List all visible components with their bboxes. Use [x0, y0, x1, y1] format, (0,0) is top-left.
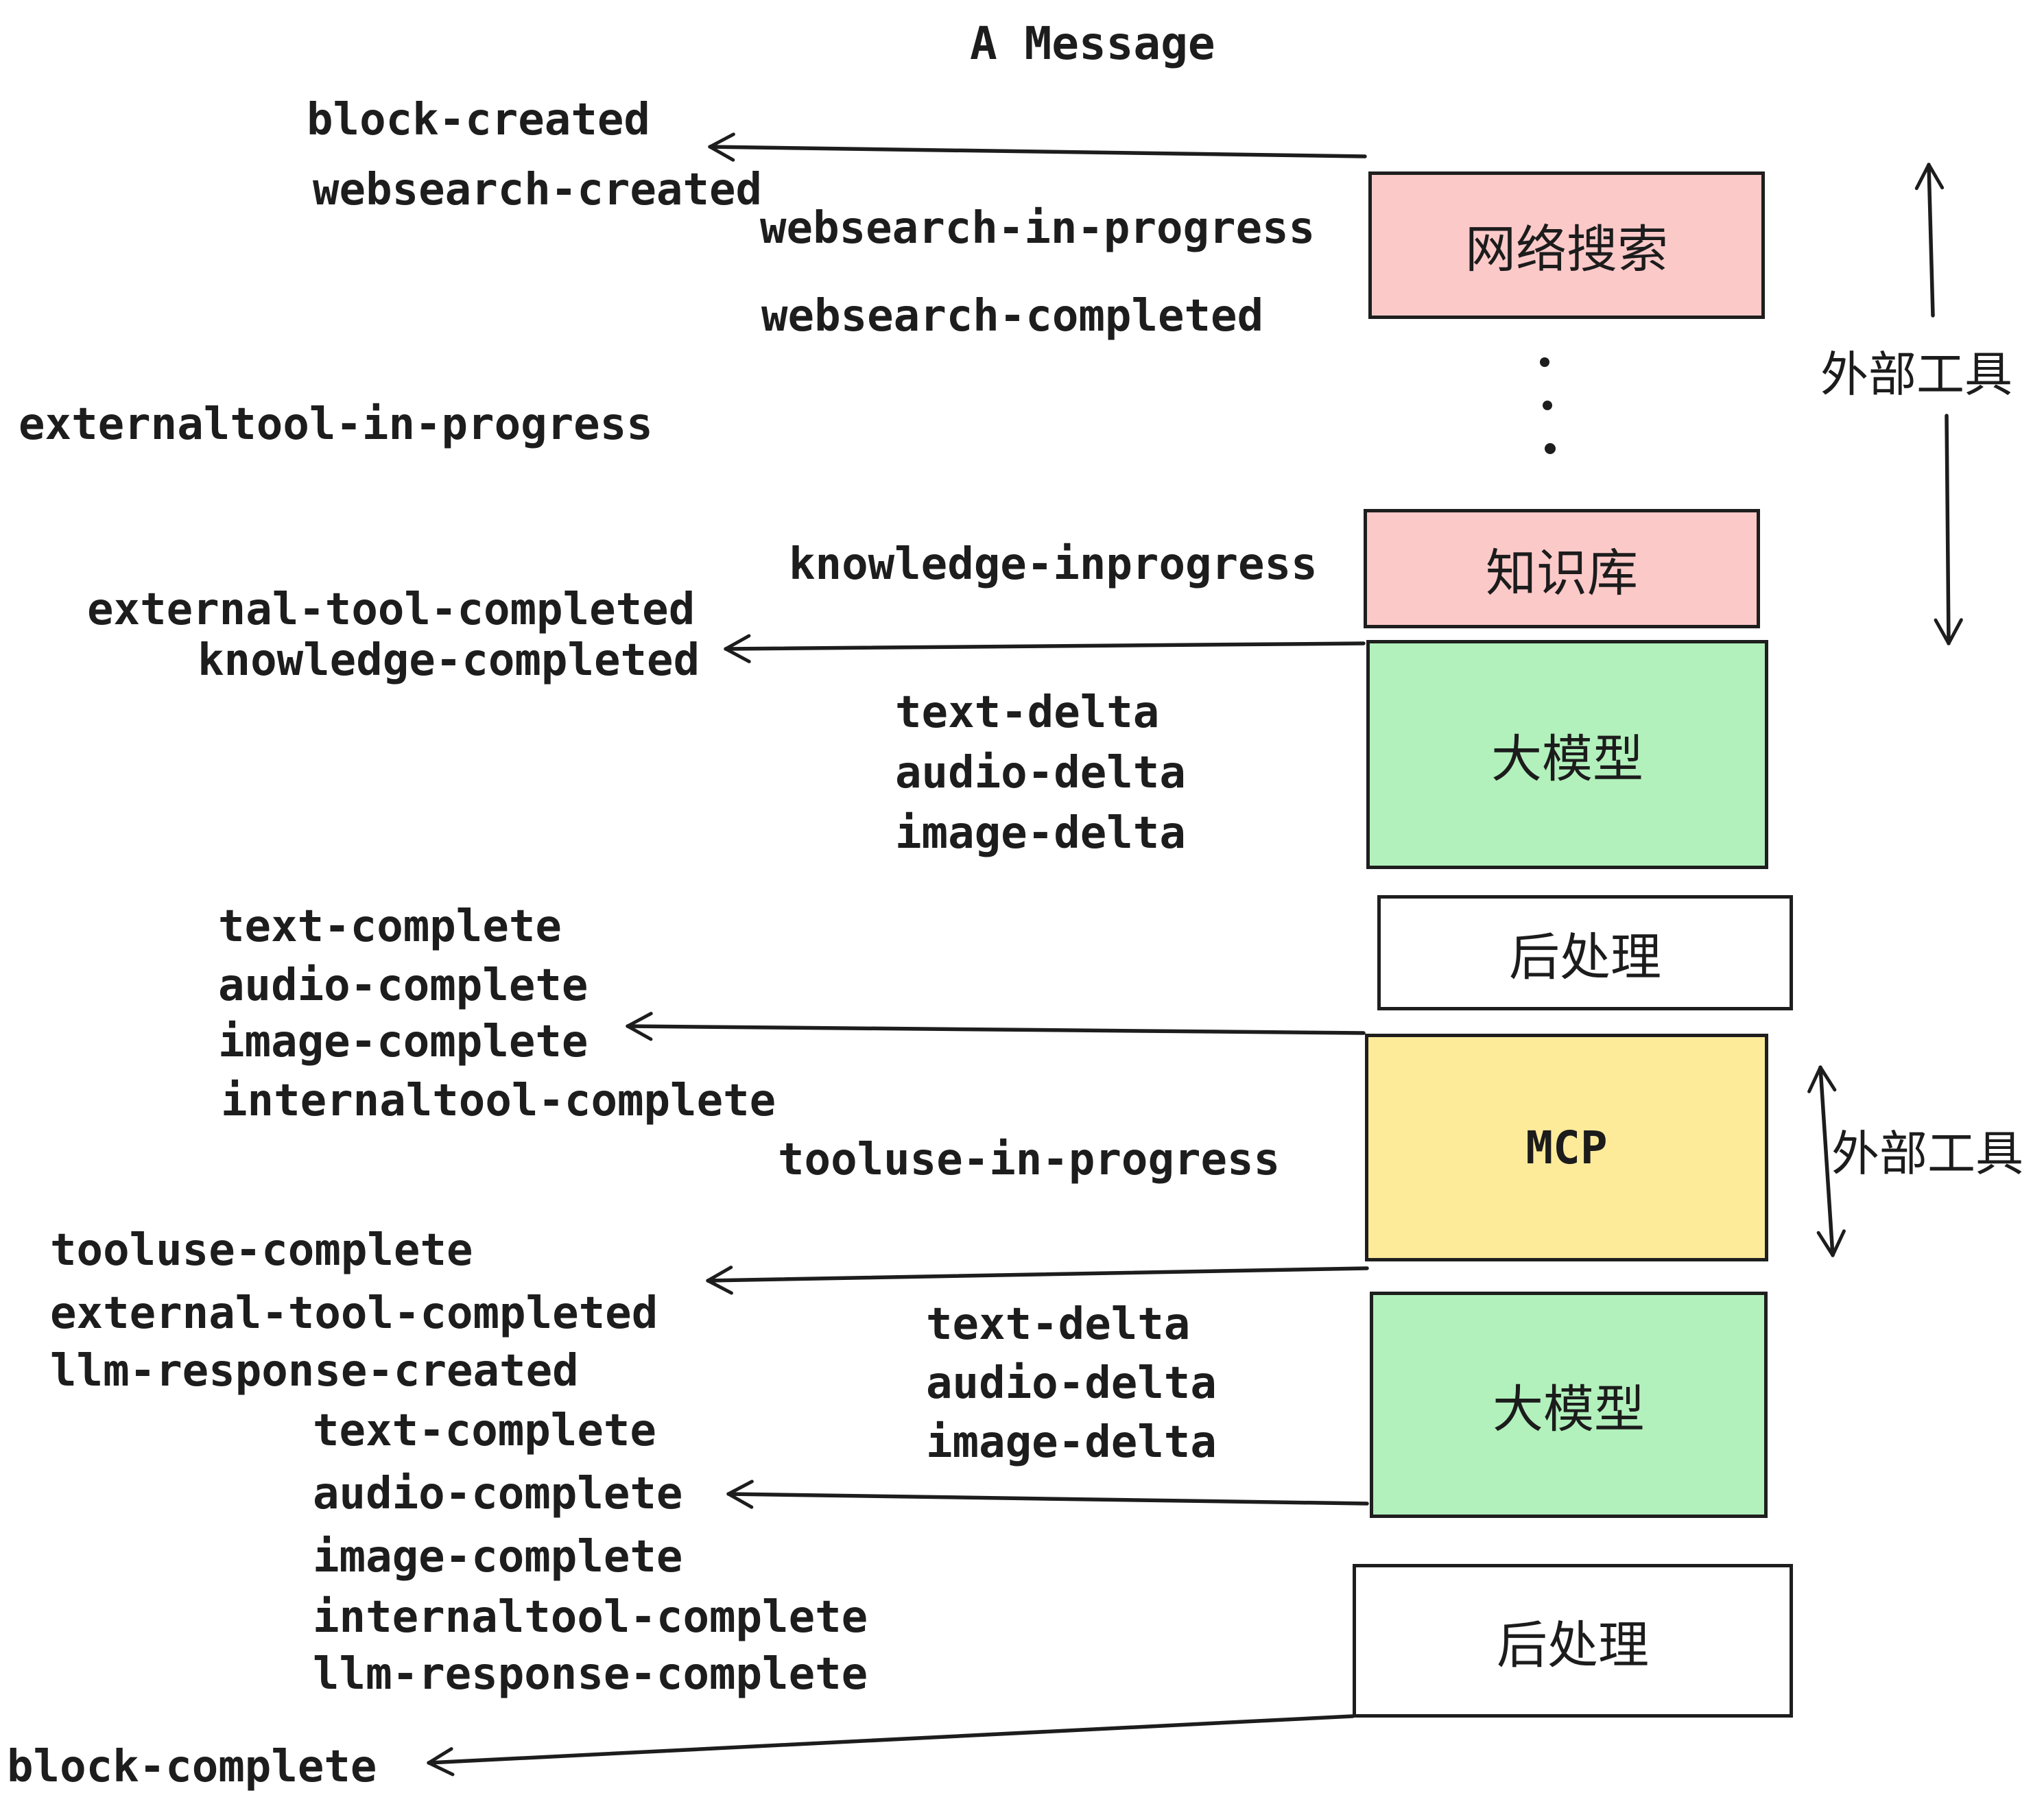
event-text-complete-2: text-complete — [313, 1405, 656, 1456]
postprocess-box-1: 后处理 — [1377, 895, 1793, 1010]
page-title: A Message — [970, 17, 1215, 70]
event-internaltool-complete-2: internaltool-complete — [313, 1592, 868, 1643]
event-tooluse-in-progress: tooluse-in-progress — [778, 1135, 1281, 1185]
event-audio-complete-2: audio-complete — [313, 1469, 683, 1519]
arrow-down-external-tools-top-icon — [1934, 414, 1963, 645]
event-image-delta-2: image-delta — [926, 1417, 1217, 1468]
event-text-complete: text-complete — [218, 901, 562, 952]
arrow-llm1-to-knowledge-completed-icon — [724, 634, 1366, 663]
vertical-ellipsis-icon — [1540, 357, 1556, 454]
event-external-tool-completed: external-tool-completed — [87, 584, 696, 635]
llm-box-1: 大模型 — [1366, 640, 1768, 869]
event-text-delta-2: text-delta — [926, 1299, 1191, 1350]
arrow-mcp-to-image-complete-icon — [626, 1012, 1366, 1041]
event-external-tool-completed-2: external-tool-completed — [50, 1288, 658, 1339]
postprocess-box-2: 后处理 — [1353, 1564, 1793, 1718]
event-image-complete-2: image-complete — [313, 1532, 683, 1582]
event-tooluse-complete: tooluse-complete — [50, 1225, 473, 1276]
external-tools-label-bottom: 外部工具 — [1831, 1126, 2023, 1182]
websearch-box: 网络搜索 — [1368, 171, 1765, 319]
event-knowledge-completed: knowledge-completed — [198, 635, 700, 686]
event-externaltool-in-progress: externaltool-in-progress — [19, 399, 653, 450]
event-audio-delta: audio-delta — [895, 748, 1186, 798]
event-block-complete: block-complete — [7, 1742, 377, 1792]
event-audio-complete: audio-complete — [218, 960, 589, 1011]
event-block-created: block-created — [307, 95, 650, 145]
mcp-box: MCP — [1365, 1034, 1768, 1261]
event-websearch-created: websearch-created — [313, 165, 763, 215]
arrow-up-external-tools-top-icon — [1914, 163, 1945, 318]
event-text-delta: text-delta — [895, 687, 1160, 738]
arrow-mcp-to-tooluse-complete-icon — [706, 1266, 1369, 1295]
event-llm-response-created: llm-response-created — [50, 1346, 579, 1397]
event-websearch-completed: websearch-completed — [761, 291, 1264, 342]
external-tools-label-top: 外部工具 — [1820, 346, 2012, 403]
event-knowledge-inprogress: knowledge-inprogress — [789, 539, 1318, 590]
event-websearch-in-progress: websearch-in-progress — [760, 203, 1316, 254]
llm-box-2: 大模型 — [1370, 1292, 1768, 1518]
arrow-llm2-to-audio-complete-icon — [726, 1480, 1369, 1509]
event-llm-response-complete: llm-response-complete — [313, 1649, 868, 1700]
event-internaltool-complete: internaltool-complete — [221, 1076, 776, 1126]
arrow-websearch-to-created-icon — [708, 132, 1367, 162]
arrow-post2-to-block-complete-icon — [427, 1714, 1355, 1777]
event-audio-delta-2: audio-delta — [926, 1358, 1217, 1409]
event-image-delta: image-delta — [895, 808, 1186, 859]
knowledge-base-box: 知识库 — [1364, 509, 1760, 628]
event-image-complete: image-complete — [218, 1017, 589, 1067]
